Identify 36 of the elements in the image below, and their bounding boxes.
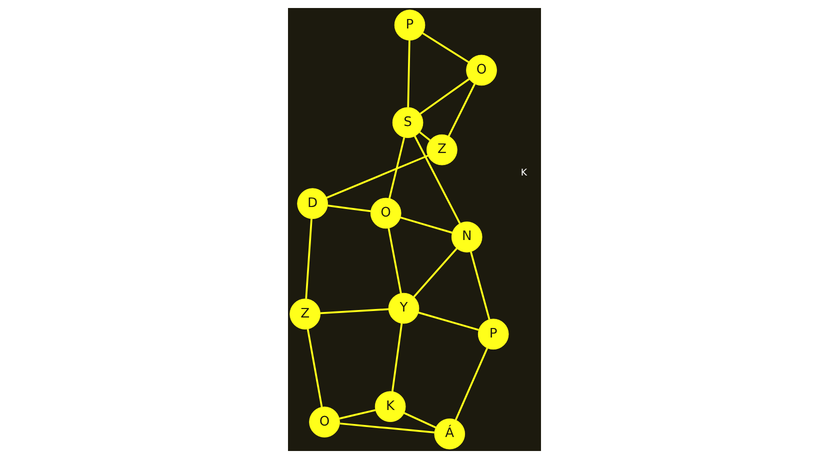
connector [413, 248, 458, 298]
connector [340, 422, 434, 434]
connector [420, 78, 470, 114]
connector [470, 252, 490, 320]
node-circle: Á [434, 418, 466, 450]
node-circle: D [297, 188, 328, 220]
node-circle: Z [290, 298, 320, 330]
connector [414, 136, 461, 224]
label: K [520, 168, 527, 179]
node-circle: O [466, 54, 497, 86]
node-circle: Z [426, 134, 458, 166]
connector [320, 308, 389, 314]
node-circle: O [370, 198, 402, 229]
connector [404, 412, 436, 428]
connector [391, 323, 403, 392]
connector [388, 137, 406, 199]
connector [400, 216, 452, 234]
connector [418, 312, 479, 331]
connector [328, 204, 371, 212]
node-circle: N [451, 222, 482, 252]
connector [326, 154, 428, 199]
connector [422, 32, 470, 63]
connector [339, 409, 376, 420]
node-circle: O [309, 406, 340, 438]
node-circle: K [374, 391, 406, 422]
connector [305, 218, 312, 299]
connector [454, 348, 488, 420]
connector [407, 40, 410, 108]
node-circle: S [392, 107, 424, 138]
node-circle: P [394, 10, 426, 41]
connector [419, 131, 431, 141]
connector [388, 228, 402, 294]
node-circle: Y [388, 292, 420, 324]
connector [448, 84, 476, 137]
connector [306, 328, 323, 408]
node-circle: P [478, 318, 509, 350]
